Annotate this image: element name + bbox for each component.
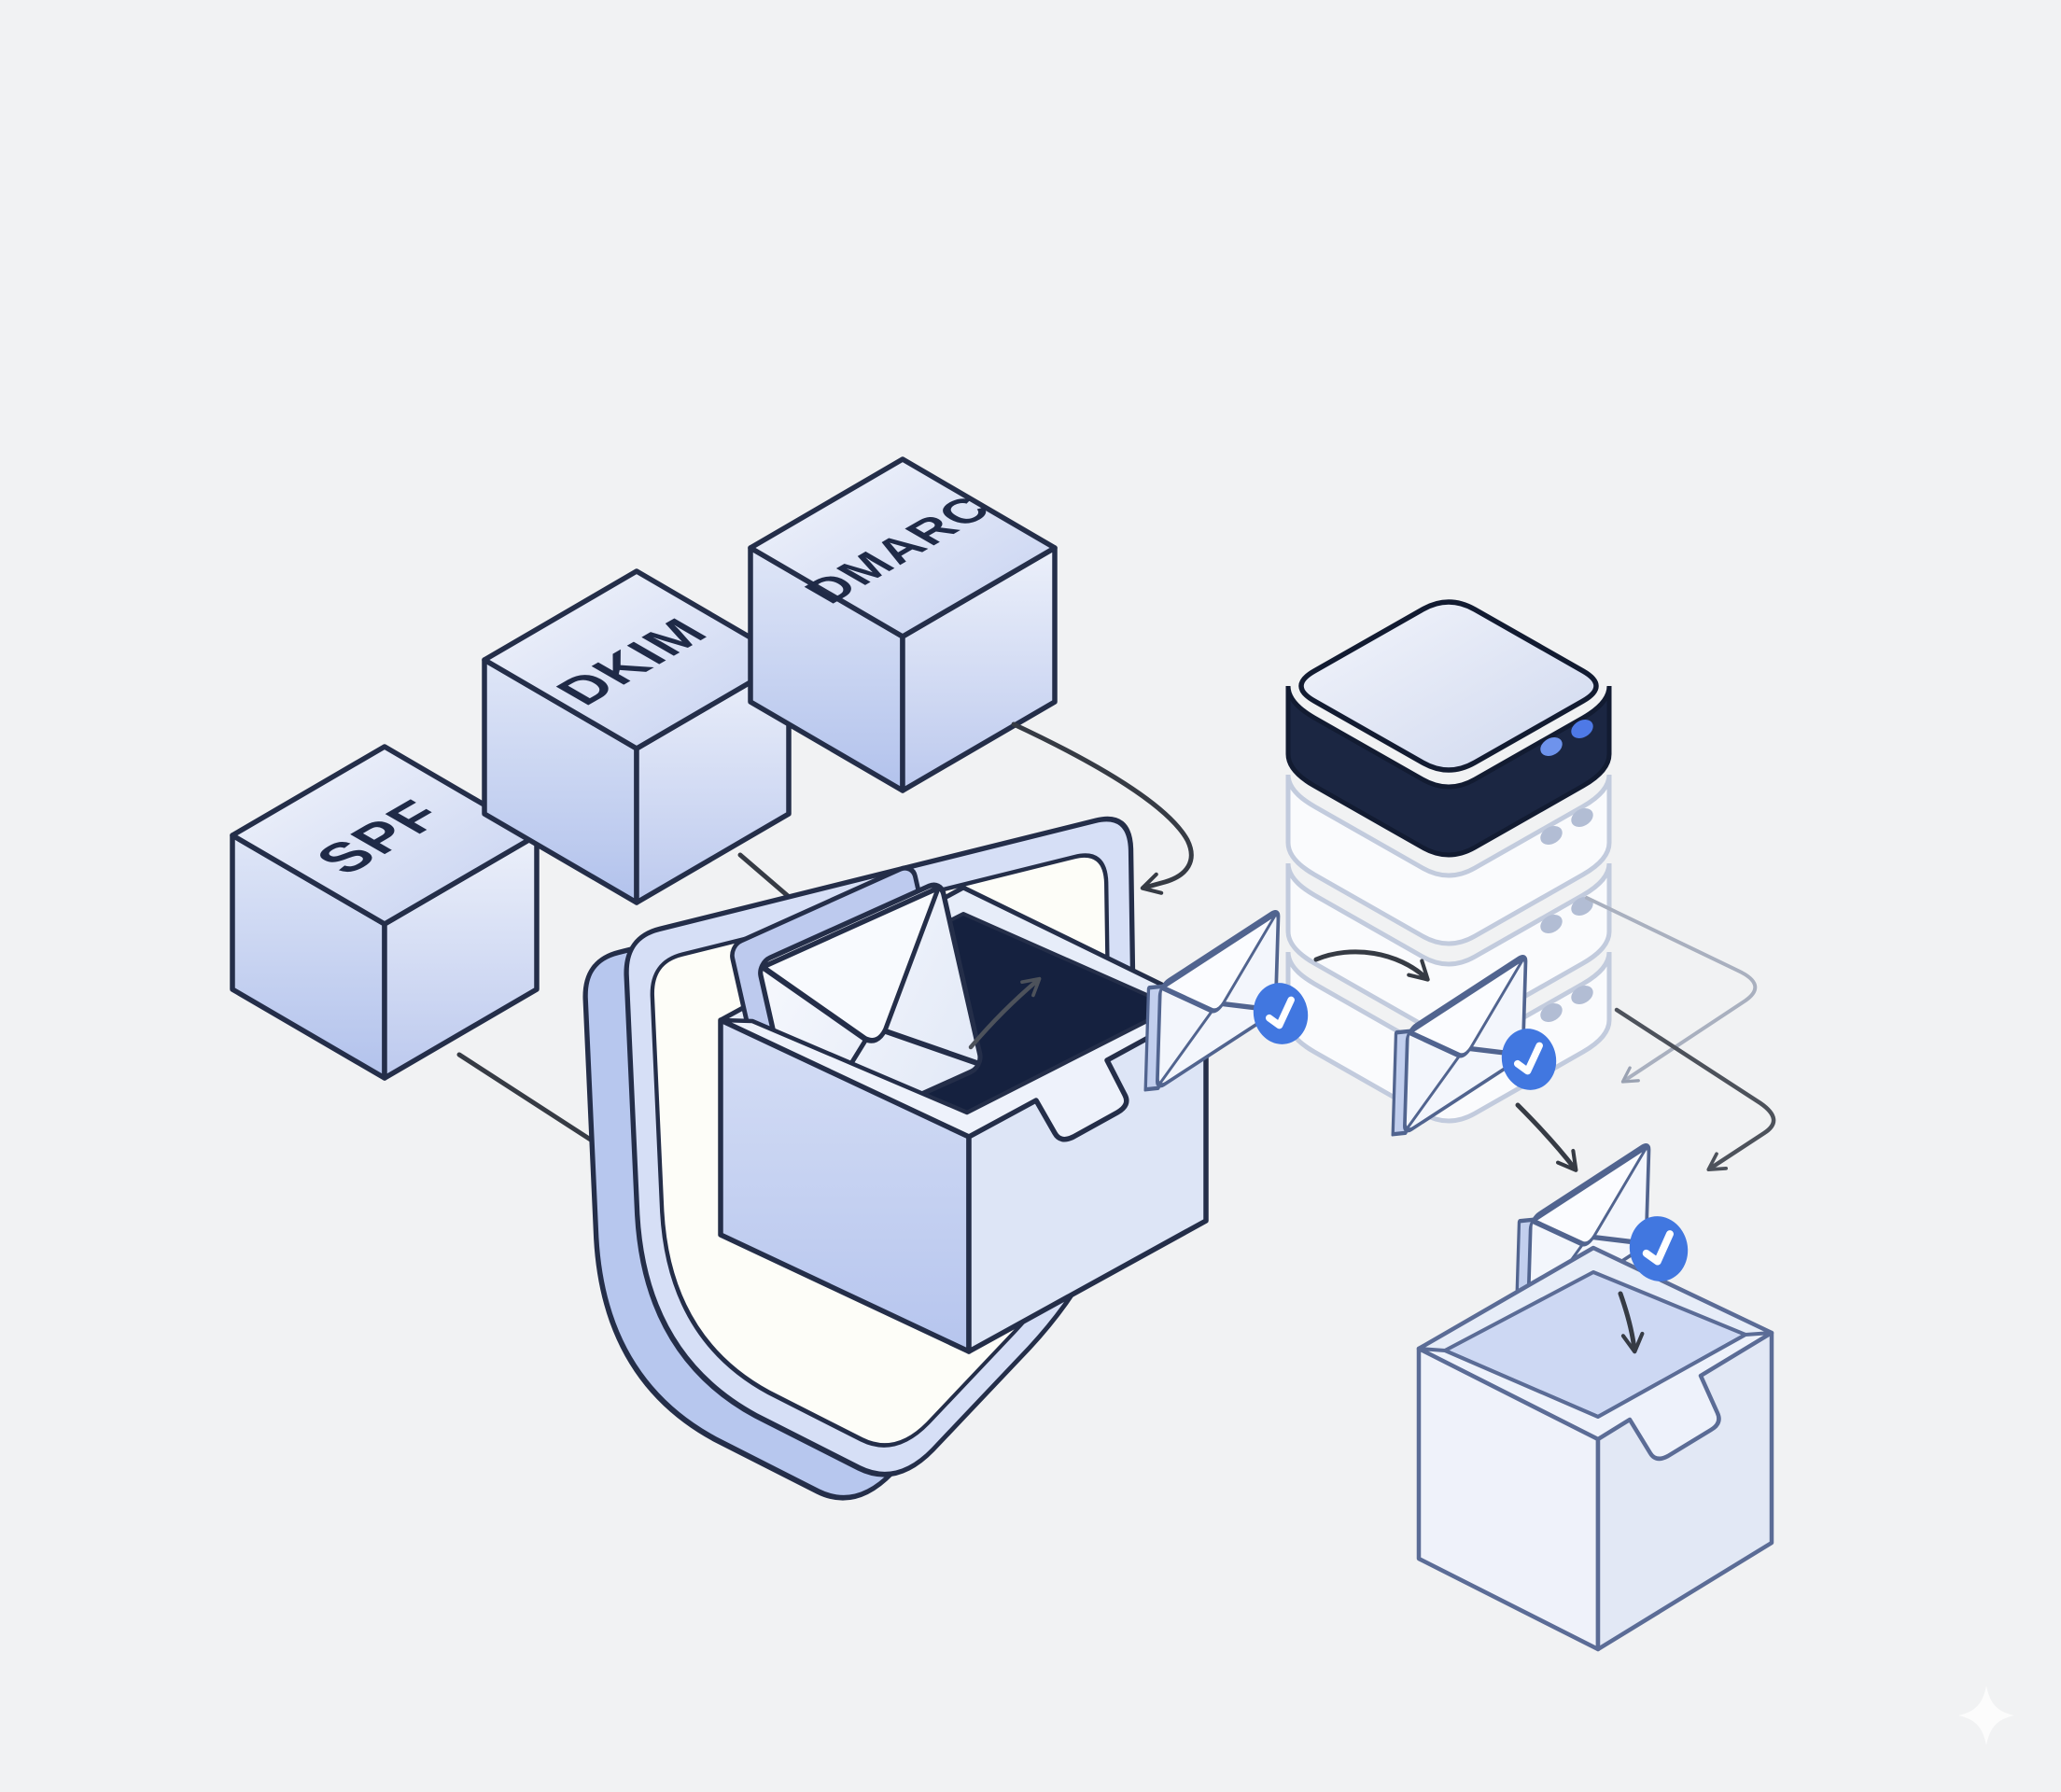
authentication-cube-chain: SPF DKIM DMARC [230, 456, 1058, 1081]
checkmark-icon [1265, 996, 1295, 1029]
flow-arrow-drop-into-inbox [1618, 1291, 1645, 1354]
checkmark-icon [1642, 1230, 1674, 1266]
checkmark-badge-icon [1253, 983, 1309, 1044]
inbox-front-right-face [1595, 1330, 1774, 1652]
server-led-icon [1571, 720, 1593, 738]
cube-top-face [748, 456, 1058, 639]
inbox-box-icon [1416, 1245, 1774, 1652]
flow-arrow-dmarc-to-shield [1011, 721, 1194, 895]
spf-cube-icon: SPF [230, 744, 540, 1081]
routing-arrow-light [1585, 896, 1758, 1084]
verified-envelope-icon [1393, 948, 1557, 1142]
flow-arrow-out-of-shield [968, 976, 1042, 1050]
dkim-cube-icon: DKIM [482, 568, 792, 905]
dmarc-cube-icon: DMARC [748, 456, 1058, 793]
cube-top-face [482, 568, 792, 751]
mail-tray-icon [718, 865, 1209, 1354]
flow-arrow-envelope1-to-envelope2 [1313, 949, 1430, 982]
flow-arrow-envelope2-to-inbox [1515, 1102, 1578, 1172]
checkmark-badge-icon [1629, 1216, 1689, 1281]
verified-envelope-icon [1145, 903, 1309, 1098]
sparkle-icon [1958, 1686, 2014, 1745]
checkmark-icon [1513, 1042, 1543, 1075]
server-stack-icon [1288, 602, 1609, 1121]
server-led-icon [1540, 737, 1563, 756]
checkmark-badge-icon [1501, 1029, 1557, 1090]
tray-front-right-face [966, 1003, 1209, 1354]
routing-arrow-dark [1614, 1007, 1776, 1171]
